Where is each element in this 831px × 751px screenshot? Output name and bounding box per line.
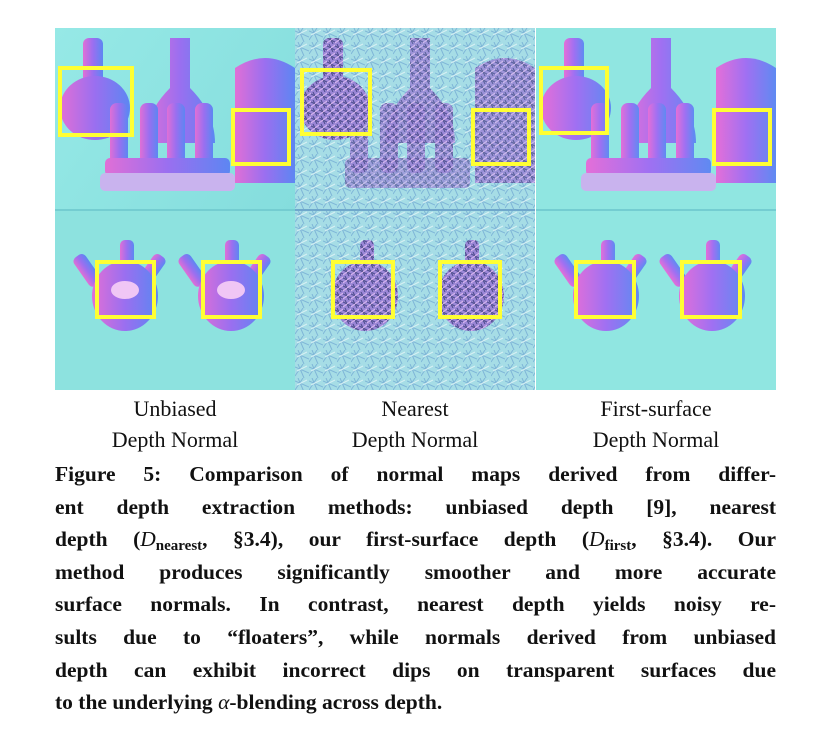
caption-line-8: to the underlying α-blending across dept…	[55, 686, 776, 719]
caption-text: -blending across depth.	[229, 690, 443, 715]
subscript-nearest: nearest	[155, 538, 203, 555]
caption-line-1: Figure 5: Comparison of normal maps deri…	[55, 462, 776, 486]
caption-line-5: surface normals. In contrast, nearest de…	[55, 592, 776, 617]
panel-labels: Unbiased Depth Normal Nearest Depth Norm…	[55, 393, 776, 455]
normal-map-nearest	[295, 28, 535, 390]
caption-line-2: ent depth extraction methods: unbiased d…	[55, 494, 776, 519]
label-unbiased-line2: Depth Normal	[111, 427, 239, 452]
caption-text: depth (	[55, 527, 141, 552]
symbol-d: D	[589, 527, 605, 552]
caption-line-3: depth (Dnearest, §3.4), our first-surfac…	[55, 523, 776, 556]
caption-line-7: depth can exhibit incorrect dips on tran…	[55, 657, 776, 682]
caption-text: , §3.4). Our	[631, 527, 777, 552]
label-first-surface: First-surface Depth Normal	[536, 393, 776, 455]
figure-caption: Figure 5: Comparison of normal maps deri…	[55, 458, 776, 719]
panel-first-surface	[536, 28, 776, 390]
caption-text: to the underlying	[55, 690, 219, 715]
symbol-alpha: α	[218, 690, 230, 715]
normal-map-first-surface	[536, 28, 776, 390]
panel-nearest	[295, 28, 535, 390]
label-nearest-line2: Depth Normal	[351, 427, 479, 452]
label-nearest: Nearest Depth Normal	[295, 393, 535, 455]
caption-line-6: sults due to “floaters”, while normals d…	[55, 624, 776, 649]
panel-unbiased	[55, 28, 295, 390]
label-unbiased-line1: Unbiased	[133, 396, 217, 421]
normal-map-unbiased	[55, 28, 295, 390]
figure-image	[55, 28, 776, 390]
symbol-d: D	[140, 527, 156, 552]
label-nearest-line1: Nearest	[381, 396, 449, 421]
label-first-surface-line2: Depth Normal	[592, 427, 720, 452]
subscript-first: first	[604, 538, 632, 555]
label-unbiased: Unbiased Depth Normal	[55, 393, 295, 455]
label-first-surface-line1: First-surface	[600, 396, 712, 421]
caption-line-4: method produces significantly smoother a…	[55, 559, 776, 584]
caption-text: , §3.4), our first-surface depth (	[202, 527, 590, 552]
